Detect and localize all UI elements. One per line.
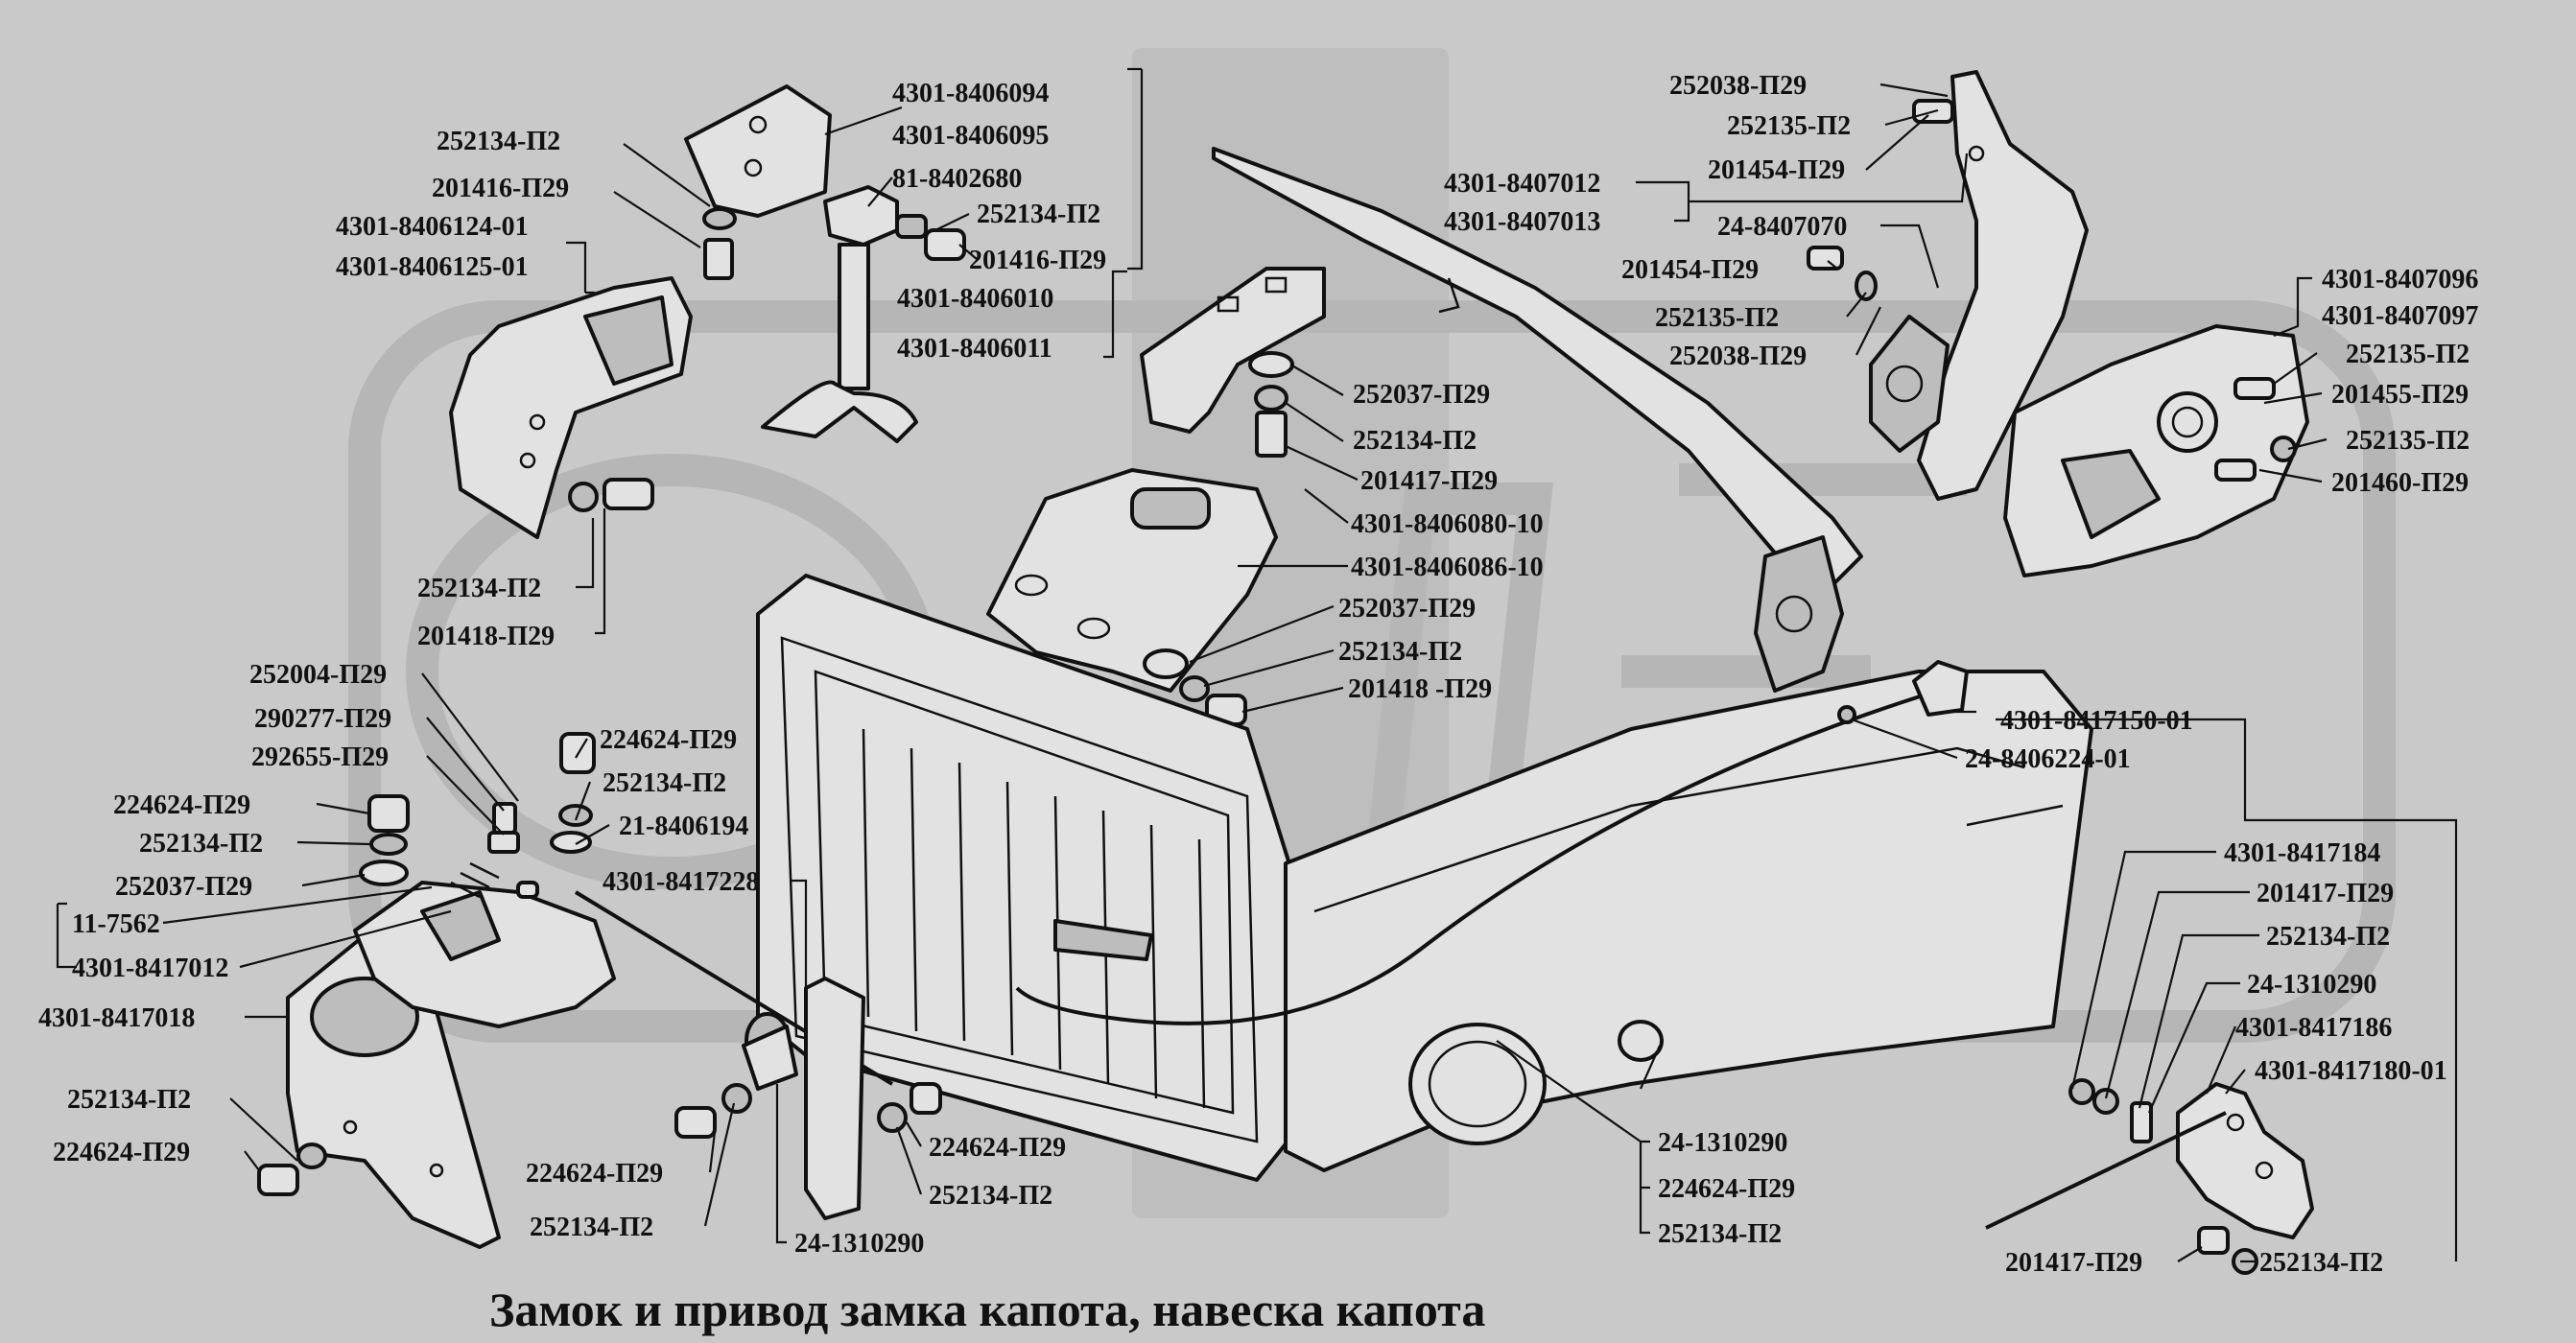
label-6: 4301-8406011 bbox=[897, 334, 1052, 364]
label-66: 4301-8417180-01 bbox=[2255, 1056, 2447, 1086]
label-34: 252135-П2 bbox=[2346, 426, 2470, 456]
label-52: 224624-П29 bbox=[53, 1138, 190, 1167]
bracket-left bbox=[449, 276, 693, 539]
label-62: 201417-П29 bbox=[2257, 879, 2394, 908]
release-cable bbox=[1015, 660, 1969, 1025]
label-48: 4301-8417012 bbox=[72, 954, 228, 983]
label-35: 201460-П29 bbox=[2331, 468, 2469, 498]
part-labels: 4301-8406094 4301-8406095 81-8402680 252… bbox=[38, 71, 2478, 1278]
bolt-mid bbox=[1143, 648, 1247, 726]
label-65: 4301-8417186 bbox=[2235, 1013, 2392, 1043]
label-17: 4301-8406086-10 bbox=[1351, 553, 1544, 582]
label-30: 4301-8407096 bbox=[2322, 265, 2478, 295]
grille-bars bbox=[862, 728, 1206, 1109]
cable-bracket-lower bbox=[742, 977, 865, 1220]
hood-hinge-lower bbox=[2003, 324, 2309, 577]
diagram-title: Замок и привод замка капота, навеска кап… bbox=[489, 1283, 1485, 1336]
label-28: 252135-П2 bbox=[1655, 303, 1779, 333]
label-68: 252134-П2 bbox=[2259, 1248, 2383, 1278]
label-55: 24-1310290 bbox=[794, 1229, 924, 1259]
label-43: 21-8406194 bbox=[619, 812, 748, 841]
hood-hinge-upper bbox=[1869, 70, 2089, 501]
label-54: 252134-П2 bbox=[530, 1213, 653, 1242]
label-64: 24-1310290 bbox=[2247, 970, 2376, 1000]
label-38: 252004-П29 bbox=[249, 660, 387, 690]
label-29: 252038-П29 bbox=[1669, 342, 1807, 371]
label-31: 4301-8407097 bbox=[2322, 301, 2478, 331]
label-26: 24-8407070 bbox=[1717, 212, 1847, 242]
label-36: 4301-8417150-01 bbox=[2000, 706, 2193, 736]
label-14: 252134-П2 bbox=[1353, 426, 1477, 456]
lock-plate-left bbox=[286, 933, 501, 1249]
label-21: 252038-П29 bbox=[1669, 71, 1807, 101]
label-61: 4301-8417184 bbox=[2224, 838, 2380, 868]
label-11: 252134-П2 bbox=[417, 574, 541, 603]
label-10: 4301-8406125-01 bbox=[336, 252, 529, 282]
clamp-bolts-lower bbox=[674, 1082, 942, 1139]
bracket-top-left bbox=[684, 84, 832, 218]
label-19: 252134-П2 bbox=[1338, 637, 1462, 667]
hood-pin bbox=[761, 185, 966, 443]
label-0: 4301-8406094 bbox=[892, 79, 1049, 108]
label-33: 201455-П29 bbox=[2331, 380, 2469, 410]
label-47: 11-7562 bbox=[72, 909, 160, 939]
label-67: 201417-П29 bbox=[2005, 1248, 2142, 1278]
leader-lines bbox=[56, 67, 2458, 1263]
lock-bracket-mid bbox=[986, 468, 1278, 693]
label-56: 224624-П29 bbox=[929, 1133, 1066, 1163]
label-7: 252134-П2 bbox=[437, 127, 560, 156]
label-39: 290277-П29 bbox=[254, 704, 391, 734]
label-20: 201418 -П29 bbox=[1348, 674, 1492, 704]
label-49: 4301-8417018 bbox=[38, 1003, 195, 1033]
label-23: 201454-П29 bbox=[1708, 155, 1845, 185]
label-25: 4301-8407013 bbox=[1444, 207, 1600, 237]
label-51: 252134-П2 bbox=[67, 1085, 191, 1115]
label-12: 201418-П29 bbox=[417, 622, 555, 651]
label-4: 201416-П29 bbox=[969, 246, 1106, 275]
label-63: 252134-П2 bbox=[2266, 922, 2390, 952]
label-41: 224624-П29 bbox=[600, 725, 737, 755]
label-45: 252134-П2 bbox=[139, 829, 263, 859]
bolt-left-1 bbox=[702, 207, 737, 280]
label-37: 24-8406224-01 bbox=[1965, 744, 2131, 774]
label-59: 224624-П29 bbox=[1658, 1174, 1795, 1204]
label-5: 4301-8406010 bbox=[897, 284, 1053, 314]
lock-bracket-right bbox=[1985, 1078, 2314, 1275]
label-24: 4301-8407012 bbox=[1444, 169, 1600, 199]
label-22: 252135-П2 bbox=[1727, 111, 1851, 141]
label-3: 252134-П2 bbox=[977, 200, 1100, 229]
label-9: 4301-8406124-01 bbox=[336, 212, 529, 242]
label-58: 24-1310290 bbox=[1658, 1128, 1787, 1158]
label-15: 201417-П29 bbox=[1360, 466, 1498, 496]
label-16: 4301-8406080-10 bbox=[1351, 509, 1544, 539]
label-42: 252134-П2 bbox=[603, 768, 726, 798]
label-46: 252037-П29 bbox=[115, 872, 252, 902]
label-40: 292655-П29 bbox=[251, 742, 389, 772]
label-27: 201454-П29 bbox=[1621, 255, 1759, 285]
label-18: 252037-П29 bbox=[1338, 594, 1476, 624]
label-50: 4301-8417228 bbox=[603, 867, 759, 897]
bracket-center bbox=[1140, 267, 1326, 434]
label-53: 224624-П29 bbox=[526, 1159, 663, 1189]
label-2: 81-8402680 bbox=[892, 164, 1022, 194]
label-13: 252037-П29 bbox=[1353, 380, 1490, 410]
label-60: 252134-П2 bbox=[1658, 1219, 1782, 1249]
label-32: 252135-П2 bbox=[2346, 340, 2470, 369]
label-1: 4301-8406095 bbox=[892, 121, 1049, 151]
lock-bolts-left bbox=[257, 732, 596, 1196]
cab-front bbox=[756, 574, 2093, 1182]
label-8: 201416-П29 bbox=[432, 174, 569, 203]
label-57: 252134-П2 bbox=[929, 1181, 1052, 1211]
bolt-left-2 bbox=[568, 478, 654, 512]
label-44: 224624-П29 bbox=[113, 790, 250, 820]
hood-lock bbox=[1754, 535, 1844, 693]
